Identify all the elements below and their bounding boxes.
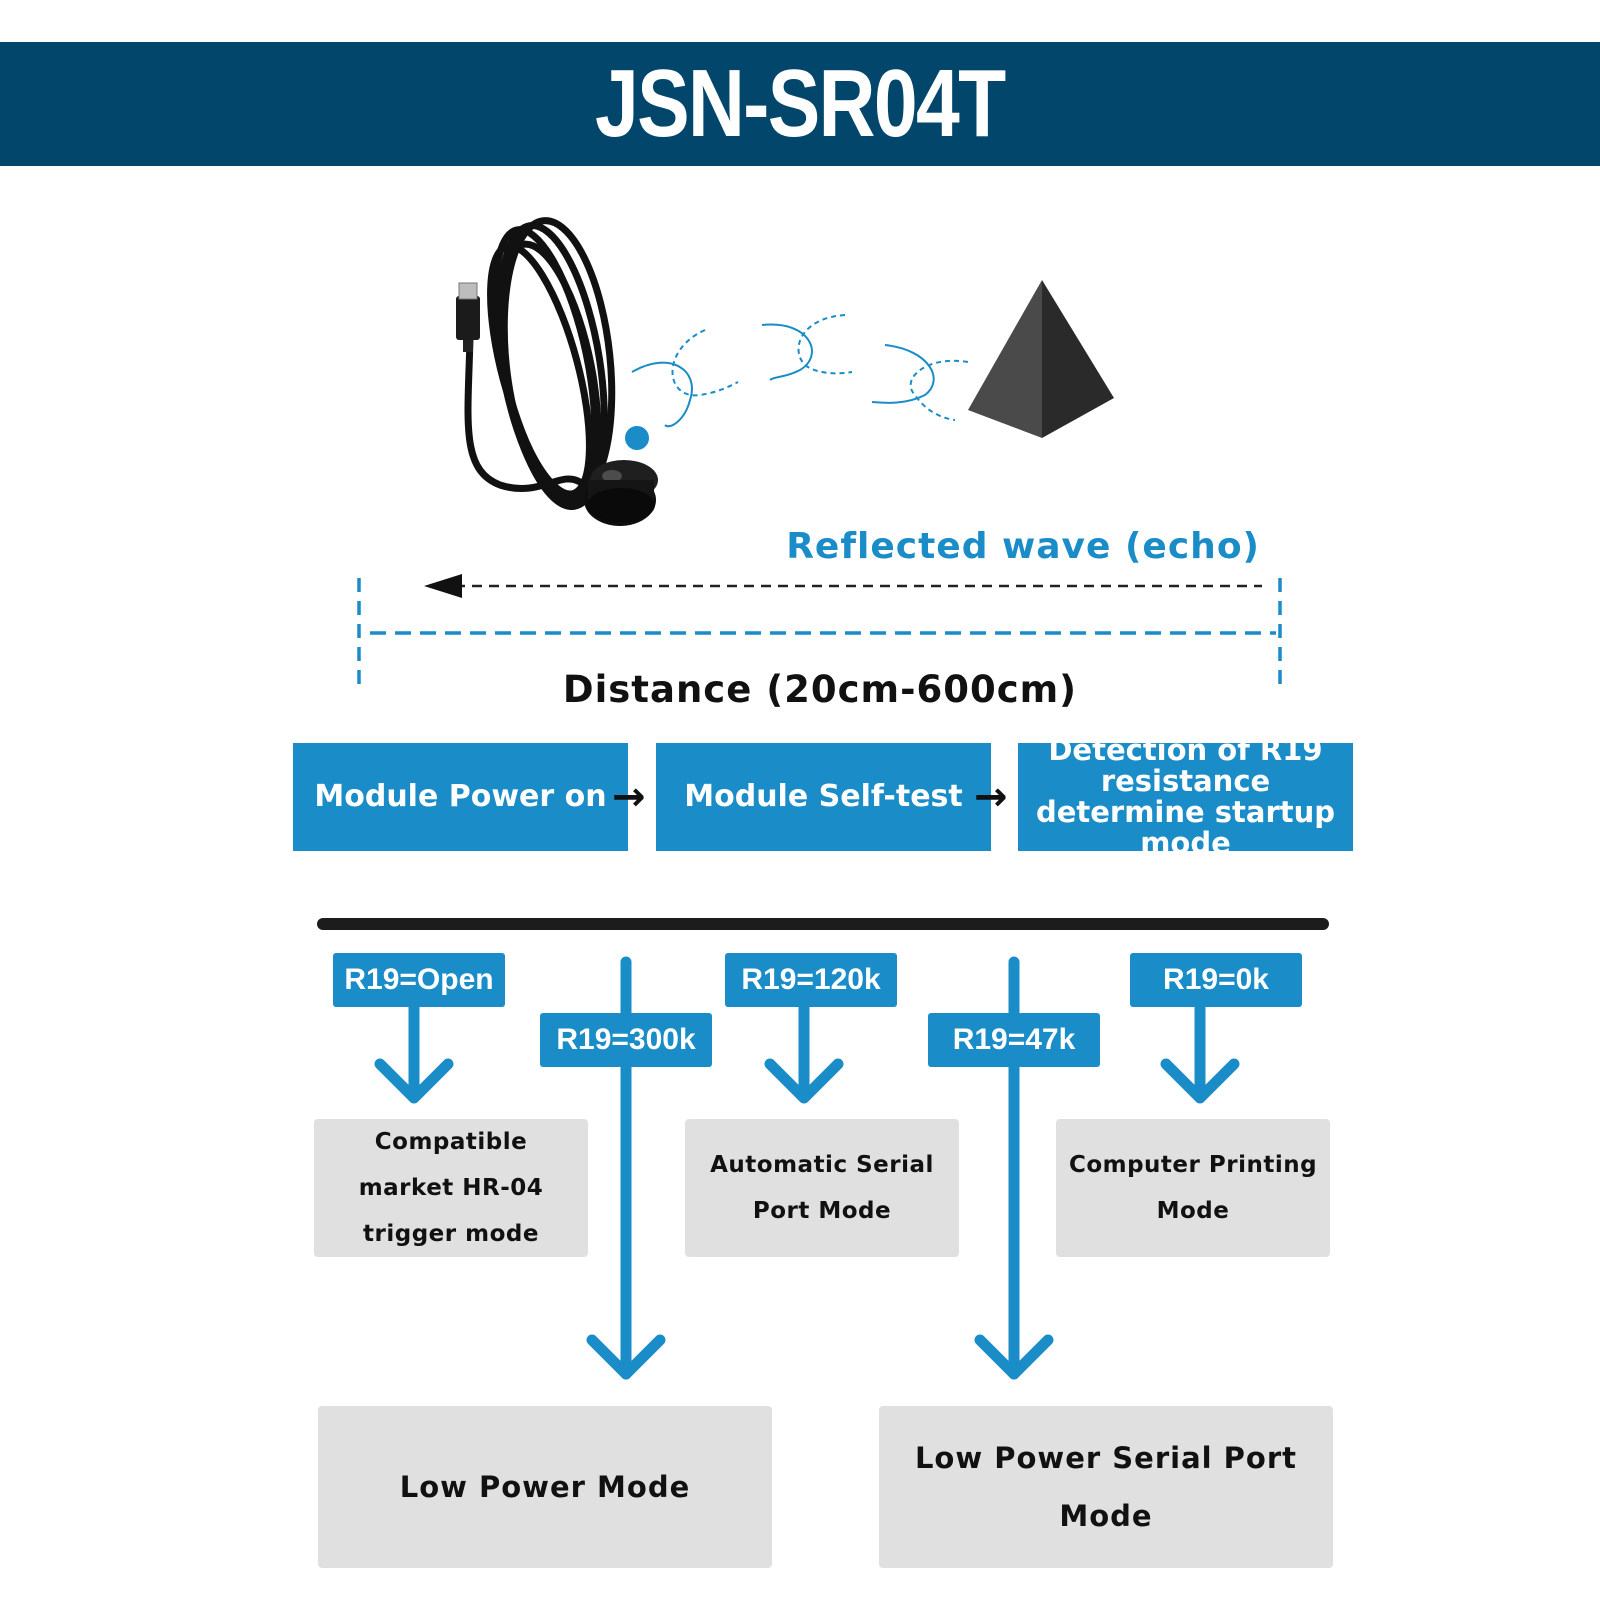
tag-r19-120k: R19=120k	[725, 953, 897, 1007]
arrow-down-icon	[1160, 998, 1240, 1104]
emitter-dot	[625, 426, 649, 450]
mode-computer-printing: Computer Printing Mode	[1056, 1119, 1330, 1257]
ultrasonic-sensor-icon	[456, 217, 658, 526]
product-title: JSN-SR04T	[595, 50, 1006, 157]
echo-label: Reflected wave (echo)	[786, 526, 1260, 567]
step-self-test: Module Self-test	[656, 743, 991, 851]
step-arrow-icon: →	[974, 774, 1008, 820]
sound-wave-icon	[631, 314, 969, 428]
pyramid-target-icon	[968, 280, 1114, 438]
mode-hr04-trigger: Compatible market HR-04 trigger mode	[314, 1119, 588, 1257]
arrow-down-icon	[374, 998, 454, 1104]
tag-r19-47k: R19=47k	[928, 1013, 1100, 1067]
title-banner: JSN-SR04T	[0, 42, 1600, 166]
step-power-on: Module Power on	[293, 743, 628, 851]
mode-auto-serial: Automatic Serial Port Mode	[685, 1119, 959, 1257]
step-arrow-icon: →	[612, 774, 646, 820]
arrow-down-icon	[764, 998, 844, 1104]
tag-r19-0k: R19=0k	[1130, 953, 1302, 1007]
step-detect-r19: Detection of R19 resistance determine st…	[1018, 735, 1353, 859]
distance-label: Distance (20cm-600cm)	[562, 668, 1078, 711]
echo-arrowhead	[424, 574, 462, 598]
tag-r19-300k: R19=300k	[540, 1013, 712, 1067]
ranging-illustration	[357, 217, 1282, 690]
mode-low-power-serial: Low Power Serial Port Mode	[879, 1406, 1333, 1568]
divider-bar	[317, 918, 1329, 930]
mode-low-power: Low Power Mode	[318, 1406, 772, 1568]
tag-r19-open: R19=Open	[333, 953, 505, 1007]
